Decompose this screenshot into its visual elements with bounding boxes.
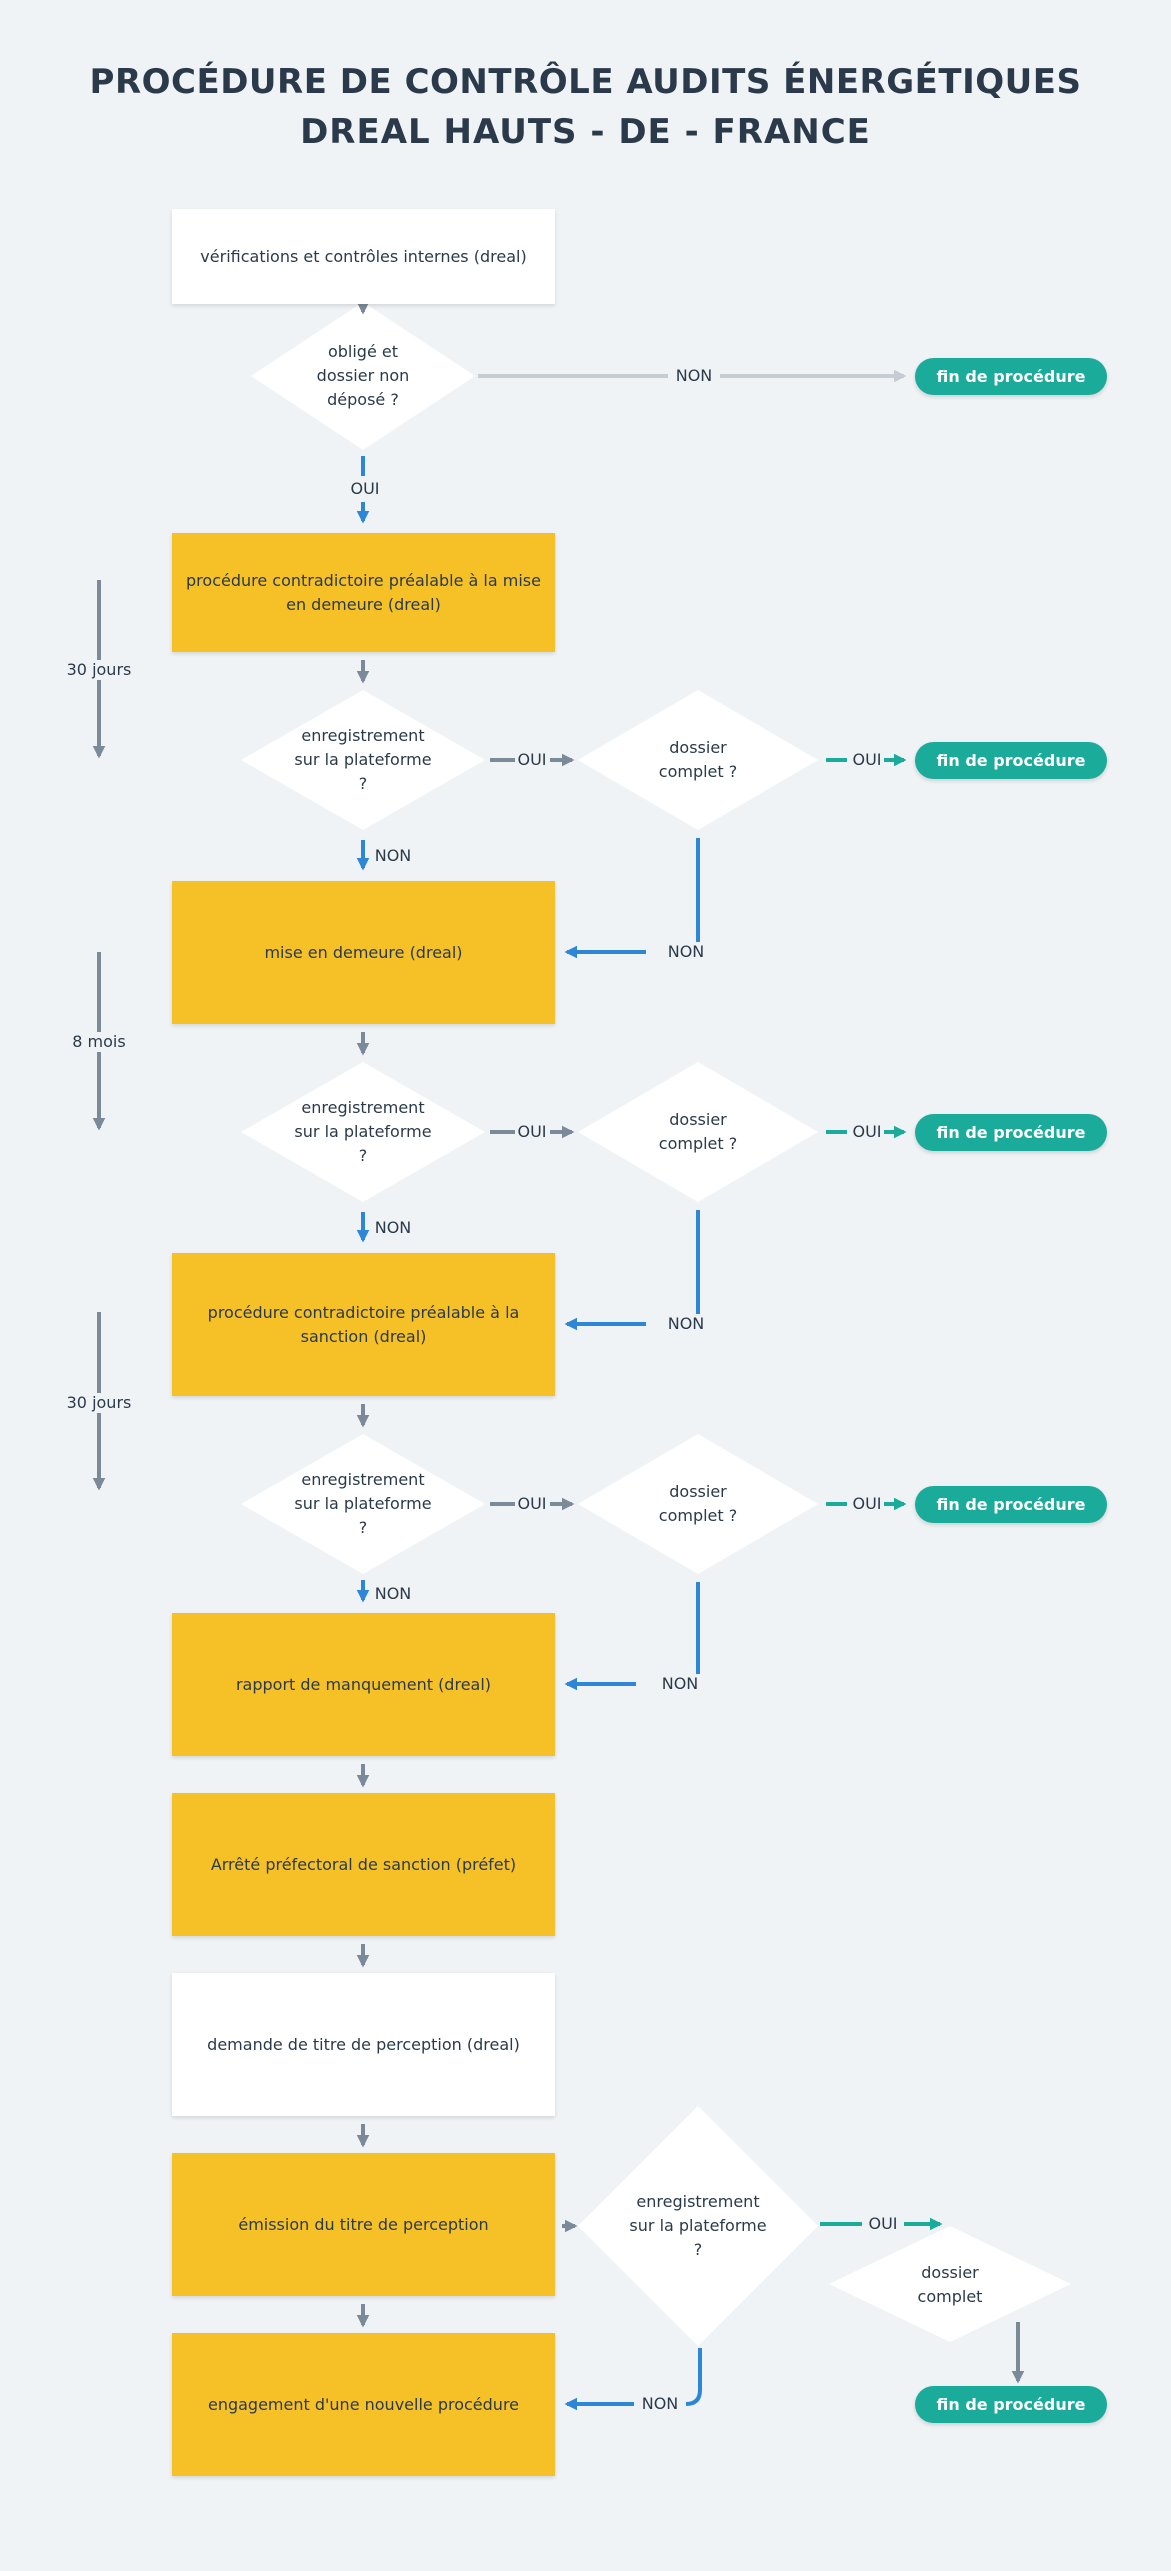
step-verifications: vérifications et contrôles internes (dre…: [172, 209, 555, 304]
decision-d2-text: enregistrement sur la plateforme ?: [294, 1098, 432, 1165]
diamond-d2: [241, 1062, 485, 1202]
delay-label-3: 30 jours: [49, 1393, 149, 1413]
label-oui-d2: OUI: [515, 1122, 549, 1142]
diamond-d1: [241, 690, 485, 830]
step-procedure-sanction: procédure contradictoire préalable à la …: [172, 1253, 555, 1396]
label-oui-d3: OUI: [515, 1494, 549, 1514]
decision-d2b-text: dossier complet ?: [658, 1110, 738, 1153]
label-non-d4: NON: [634, 2394, 686, 2414]
label-non-d1: NON: [370, 846, 416, 866]
diamond-d1b: [578, 690, 818, 830]
decision-d0-text: obligé et dossier non déposé ?: [316, 342, 410, 409]
step-arrete-prefectoral: Arrêté préfectoral de sanction (préfet): [172, 1793, 555, 1936]
label-non-d3: NON: [370, 1584, 416, 1604]
teal-arrows: [820, 753, 943, 2231]
step-nouvelle-procedure: engagement d'une nouvelle procédure: [172, 2333, 555, 2476]
label-non-d2b: NON: [660, 1314, 712, 1334]
step-procedure-mise-en-demeure: procédure contradictoire préalable à la …: [172, 533, 555, 652]
decision-d4b-text: dossier complet: [917, 2263, 983, 2306]
decision-d1-text: enregistrement sur la plateforme ?: [294, 726, 432, 793]
decision-diamonds: [241, 302, 1071, 2346]
label-oui-d0: OUI: [343, 479, 387, 499]
step-demande-titre: demande de titre de perception (dreal): [172, 1973, 555, 2116]
label-oui-d2b: OUI: [850, 1122, 884, 1142]
label-non-d2: NON: [370, 1218, 416, 1238]
diamond-d4b: [829, 2226, 1071, 2342]
label-non-d3b: NON: [654, 1674, 706, 1694]
step-rapport-manquement: rapport de manquement (dreal): [172, 1613, 555, 1756]
diamond-d2b: [578, 1062, 818, 1202]
delay-label-2: 8 mois: [49, 1032, 149, 1052]
page-title: PROCÉDURE DE CONTRÔLE AUDITS ÉNERGÉTIQUE…: [89, 62, 1082, 102]
label-oui-d3b: OUI: [850, 1494, 884, 1514]
page-subtitle: DREAL HAUTS - DE - FRANCE: [300, 112, 871, 152]
diamond-d4: [578, 2106, 818, 2346]
end-procedure-3: fin de procédure: [915, 1114, 1107, 1151]
diamond-d0: [251, 302, 475, 450]
step-mise-en-demeure: mise en demeure (dreal): [172, 881, 555, 1024]
diamond-d3: [241, 1434, 485, 1574]
diamond-d3b: [578, 1434, 818, 1574]
label-oui-d4: OUI: [862, 2214, 904, 2234]
label-oui-d1: OUI: [515, 750, 549, 770]
label-oui-d1b: OUI: [850, 750, 884, 770]
decision-d4-text: enregistrement sur la plateforme ?: [629, 2192, 767, 2259]
delay-label-1: 30 jours: [49, 660, 149, 680]
end-procedure-2: fin de procédure: [915, 742, 1107, 779]
end-procedure-4: fin de procédure: [915, 1486, 1107, 1523]
label-non-d1b: NON: [660, 942, 712, 962]
end-procedure-5: fin de procédure: [915, 2386, 1107, 2423]
label-non-d0: NON: [668, 366, 720, 386]
decision-d3b-text: dossier complet ?: [658, 1482, 738, 1525]
decision-d3-text: enregistrement sur la plateforme ?: [294, 1470, 432, 1537]
end-procedure-1: fin de procédure: [915, 358, 1107, 395]
decision-d1b-text: dossier complet ?: [658, 738, 738, 781]
step-emission-titre: émission du titre de perception: [172, 2153, 555, 2296]
